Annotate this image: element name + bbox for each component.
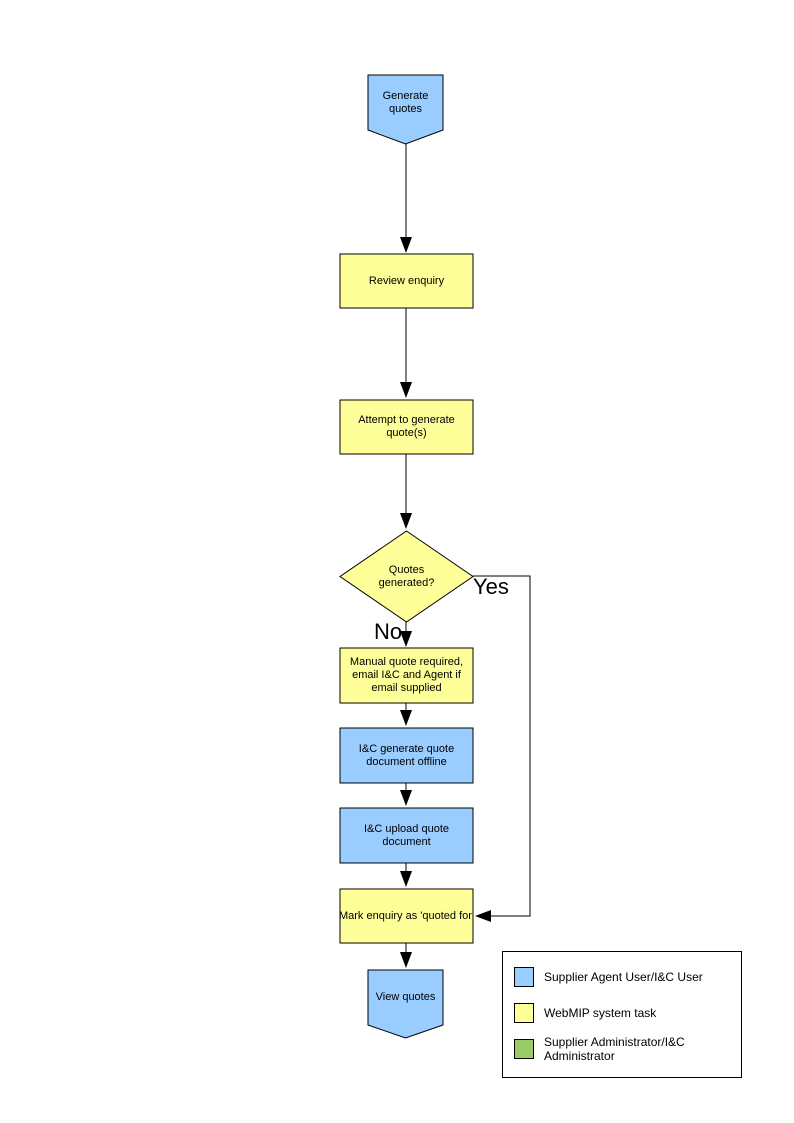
connector-offline-to-upload (400, 783, 412, 806)
offline-process-shape (339, 727, 474, 784)
connector-decision-yes-to-mark (473, 575, 531, 922)
manual-node-text: Manual quote required, email I&C and Age… (349, 656, 464, 694)
end-terminator-shape (367, 969, 444, 1039)
legend-label-administrator: Supplier Administrator/I&C Administrator (544, 1035, 685, 1063)
manual-process-shape (339, 647, 474, 704)
connector-decision-no-to-manual (400, 622, 412, 647)
mark-node-text: Mark enquiry as 'quoted for' (338, 909, 475, 922)
offline-node-label: I&C generate quote document offline (343, 728, 470, 783)
legend-swatch-system-task (514, 1003, 534, 1023)
start-node-text: Generate quotes (382, 89, 429, 115)
connector-manual-to-offline (400, 703, 412, 726)
offline-node-text: I&C generate quote document offline (358, 742, 455, 768)
mark-process-shape (339, 888, 474, 944)
legend-item-system-task: WebMIP system task (514, 1003, 735, 1023)
manual-node-label: Manual quote required, email I&C and Age… (343, 648, 470, 703)
legend-swatch-administrator (514, 1039, 534, 1059)
connector-review-to-attempt (400, 308, 412, 398)
upload-node-text: I&C upload quote document (363, 822, 449, 848)
legend-swatch-agent-user (514, 967, 534, 987)
mark-node-label: Mark enquiry as 'quoted for' (326, 889, 487, 943)
legend-label-agent-user: Supplier Agent User/I&C User (544, 970, 703, 984)
review-node-label: Review enquiry (340, 254, 473, 308)
review-process-shape (339, 253, 474, 309)
no-branch-label: No (374, 619, 403, 644)
attempt-node-text: Attempt to generate quote(s) (358, 414, 455, 439)
attempt-process-shape (339, 399, 474, 455)
start-node-label: Generate quotes (368, 75, 443, 130)
end-node-label: View quotes (368, 970, 443, 1025)
legend-item-agent-user: Supplier Agent User/I&C User (514, 967, 735, 987)
decision-node-text: Quotes generated? (378, 563, 435, 589)
legend-box: Supplier Agent User/I&C User WebMIP syst… (502, 951, 742, 1078)
decision-node-label: Quotes generated? (371, 531, 442, 622)
upload-node-label: I&C upload quote document (343, 808, 470, 863)
attempt-node-label: Attempt to generate quote(s) (343, 400, 470, 454)
legend-item-administrator: Supplier Administrator/I&C Administrator (514, 1035, 735, 1063)
connector-upload-to-mark (400, 863, 412, 887)
connector-mark-to-end (400, 943, 412, 968)
review-node-text: Review enquiry (368, 274, 445, 287)
yes-branch-label: Yes (473, 574, 509, 599)
start-terminator-shape (367, 74, 444, 145)
end-node-text: View quotes (375, 991, 436, 1003)
connector-start-to-review (400, 144, 412, 253)
connector-attempt-to-decision (400, 454, 412, 529)
decision-diamond-shape (339, 530, 474, 623)
legend-label-system-task: WebMIP system task (544, 1006, 657, 1020)
upload-process-shape (339, 807, 474, 864)
